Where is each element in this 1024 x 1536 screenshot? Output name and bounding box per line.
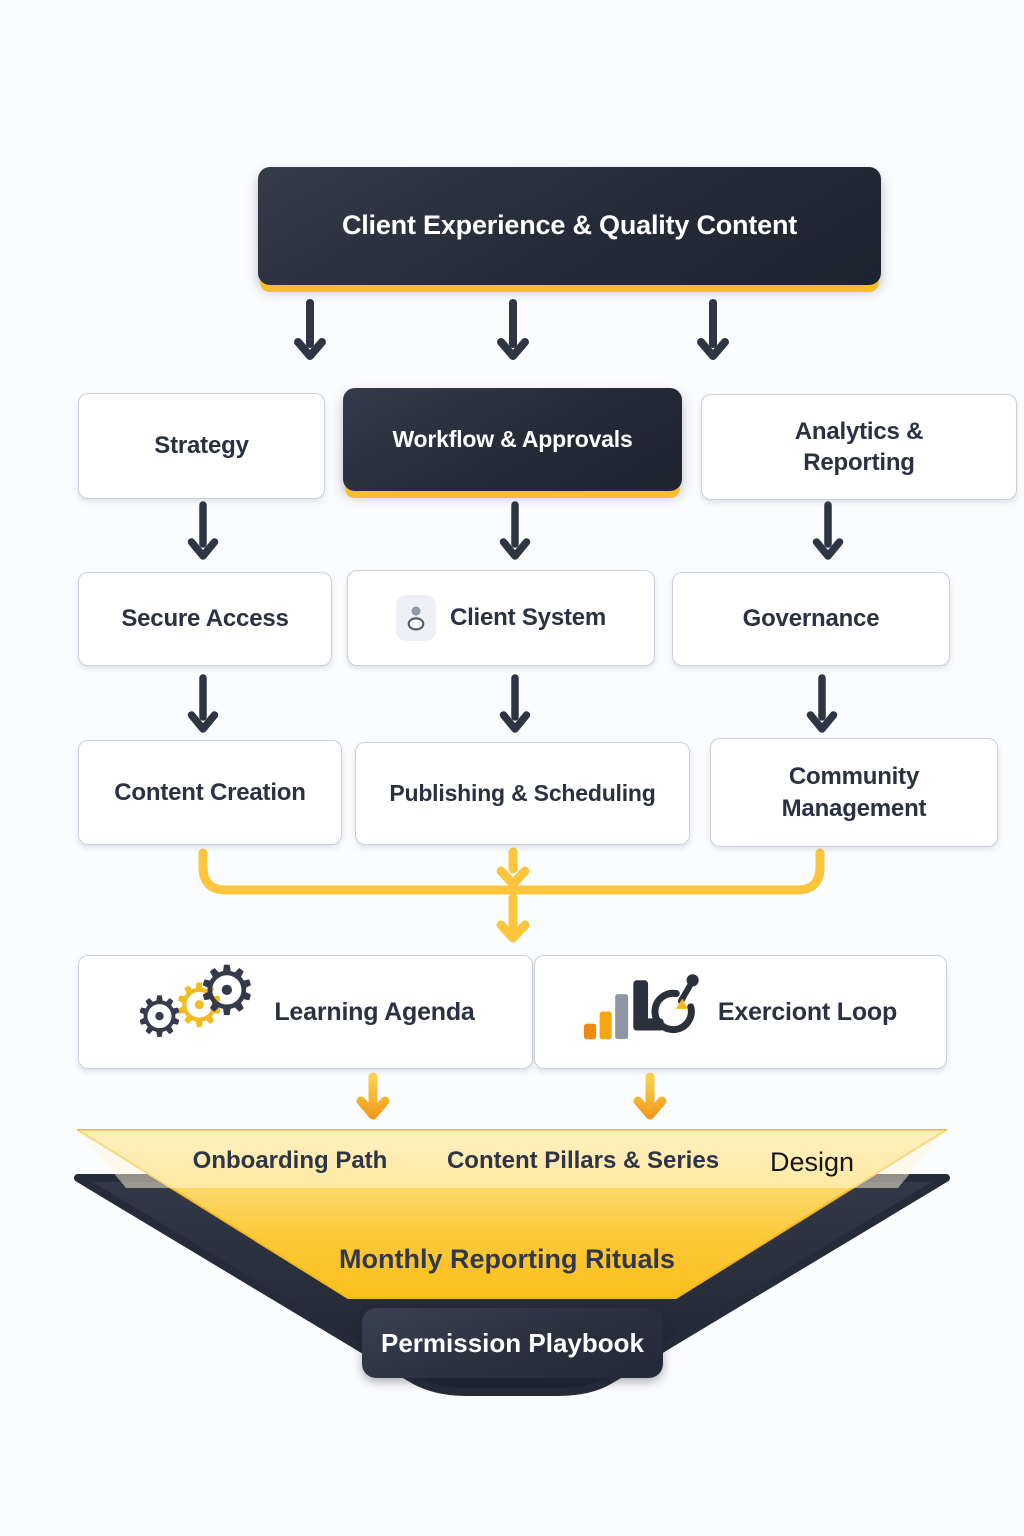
gears-icon: ⚙ ⚙ ⚙ bbox=[134, 952, 258, 1050]
node-workflow-approvals: Workflow & Approvals bbox=[343, 388, 682, 491]
funnel-label-content-pillars: Content Pillars & Series bbox=[446, 1147, 720, 1174]
node-label: Permission Playbook bbox=[381, 1327, 644, 1358]
node-label: Secure Access bbox=[121, 605, 289, 633]
node-publishing-scheduling: Publishing & Scheduling bbox=[355, 742, 690, 845]
node-label: Client System bbox=[449, 604, 607, 632]
funnel-label-onboarding-path: Onboarding Path bbox=[192, 1147, 388, 1174]
node-exerciont-loop: Exerciont Loop bbox=[534, 955, 947, 1069]
user-icon bbox=[395, 595, 436, 641]
merge-connector bbox=[198, 847, 825, 943]
node-label: Content Creation bbox=[114, 778, 306, 806]
arrow-down-icon bbox=[294, 299, 729, 360]
node-strategy: Strategy bbox=[78, 393, 325, 499]
node-secure-access: Secure Access bbox=[78, 572, 332, 666]
node-permission-playbook: Permission Playbook bbox=[362, 1308, 663, 1378]
funnel-label-monthly-reporting: Monthly Reporting Rituals bbox=[339, 1244, 675, 1274]
arrow-down-icon bbox=[187, 674, 838, 733]
node-label: Workflow & Approvals bbox=[392, 425, 633, 452]
node-label: Publishing & Scheduling bbox=[389, 779, 656, 806]
node-label: Governance bbox=[742, 605, 880, 633]
node-label: Client Experience & Quality Content bbox=[341, 210, 798, 241]
node-label: Learning Agenda bbox=[274, 997, 475, 1026]
node-label: Analytics & Reporting bbox=[794, 417, 924, 476]
node-learning-agenda: ⚙ ⚙ ⚙ Learning Agenda bbox=[78, 955, 533, 1069]
growth-loop-icon bbox=[583, 970, 700, 1055]
node-label: Community Management bbox=[781, 763, 927, 822]
node-client-experience: Client Experience & Quality Content bbox=[258, 167, 881, 285]
node-label: Exerciont Loop bbox=[717, 997, 898, 1026]
node-label: Strategy bbox=[154, 432, 249, 460]
node-analytics-reporting: Analytics & Reporting bbox=[701, 394, 1017, 500]
arrow-down-icon bbox=[356, 1072, 667, 1120]
node-client-system: Client System bbox=[347, 570, 655, 666]
arrow-down-icon bbox=[187, 501, 844, 560]
node-governance: Governance bbox=[672, 572, 950, 666]
node-content-creation: Content Creation bbox=[78, 740, 342, 845]
funnel-label-design: Design bbox=[769, 1147, 855, 1177]
node-community-management: Community Management bbox=[710, 738, 998, 847]
